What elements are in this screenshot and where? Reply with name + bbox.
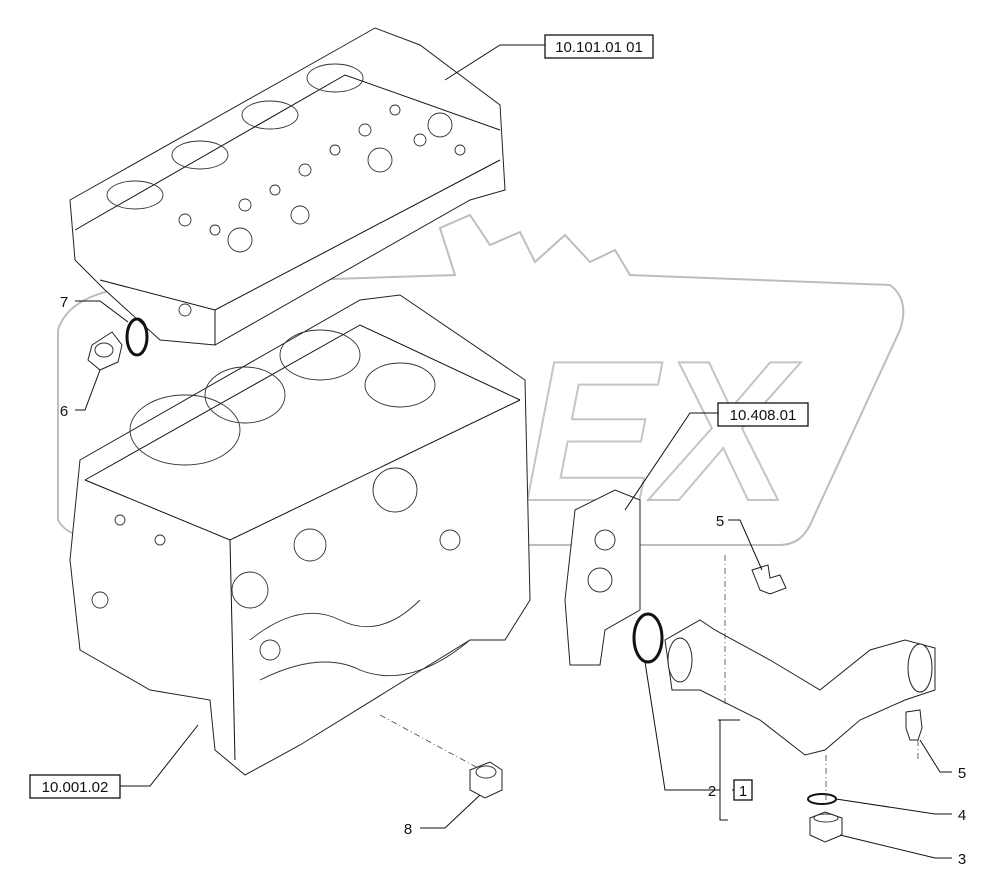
callout-box-1: 1 xyxy=(733,779,753,801)
washer-part-4 xyxy=(807,793,837,805)
callout-7: 7 xyxy=(60,294,68,311)
callout-5-lower: 5 xyxy=(958,765,966,782)
callout-3: 3 xyxy=(958,851,966,868)
callout-5-upper: 5 xyxy=(716,513,724,530)
bolt-part-5-lower xyxy=(905,709,923,741)
plug-part-8 xyxy=(469,761,503,799)
callout-8: 8 xyxy=(404,821,412,838)
ref-cover-text: 10.408.01 xyxy=(730,407,797,424)
ref-box-cylinder-head: 10.101.01 01 xyxy=(544,34,654,59)
o-ring-part-2 xyxy=(632,612,664,664)
plug-part-6 xyxy=(87,331,123,371)
o-ring-part-7 xyxy=(125,317,149,357)
ref-cylinder-head-text: 10.101.01 01 xyxy=(555,39,643,56)
thermostat-cover xyxy=(564,489,641,666)
ref-box-cover: 10.408.01 xyxy=(717,402,809,427)
ref-block-text: 10.001.02 xyxy=(42,779,109,796)
center-lines xyxy=(379,555,919,805)
bolt-part-5-upper xyxy=(751,564,787,595)
water-pipe-part-1 xyxy=(664,619,936,756)
callout-1-text: 1 xyxy=(739,783,747,800)
cylinder-head xyxy=(69,27,506,346)
engine-block xyxy=(69,294,531,776)
ref-box-block: 10.001.02 xyxy=(29,774,121,799)
nut-part-3 xyxy=(809,811,843,843)
callout-2: 2 xyxy=(708,783,716,800)
callout-4: 4 xyxy=(958,807,966,824)
callout-6: 6 xyxy=(60,403,68,420)
leader-lines xyxy=(75,44,952,859)
